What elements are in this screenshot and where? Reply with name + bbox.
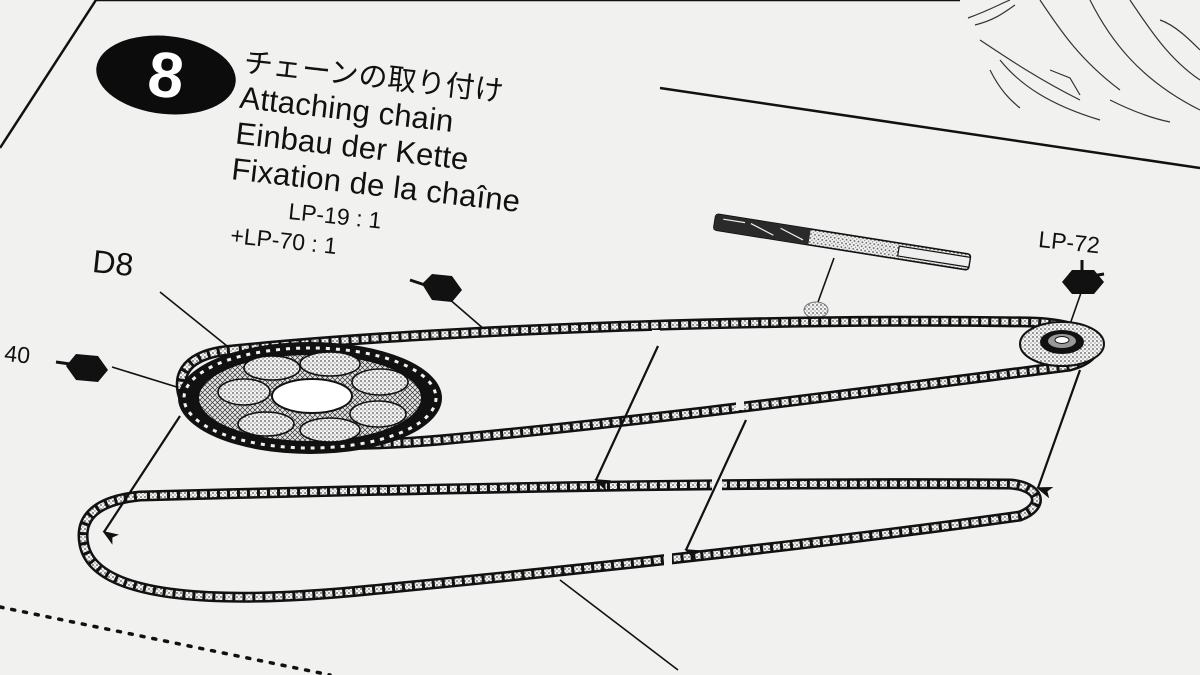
small-sprocket-icon (1019, 321, 1105, 367)
pin-point-icon (803, 301, 829, 319)
dotted-guide-line (0, 605, 332, 675)
hex-screw-icon (409, 274, 462, 302)
arrow-icon (102, 345, 1082, 562)
hex-screw-icon (55, 354, 108, 382)
lower-chain-loop-outer (77, 478, 1042, 603)
lower-chain-loop-inner (80, 480, 1040, 601)
label-d8: D8 (90, 243, 136, 284)
previous-step-sketch (967, 0, 1200, 123)
step-frame (0, 0, 1200, 170)
sprocket-icon (178, 342, 442, 454)
label-40: 40 (3, 340, 32, 369)
step-number: 8 (144, 37, 188, 113)
pin-tool-icon (713, 213, 972, 271)
hex-nut-icon (1062, 260, 1105, 294)
